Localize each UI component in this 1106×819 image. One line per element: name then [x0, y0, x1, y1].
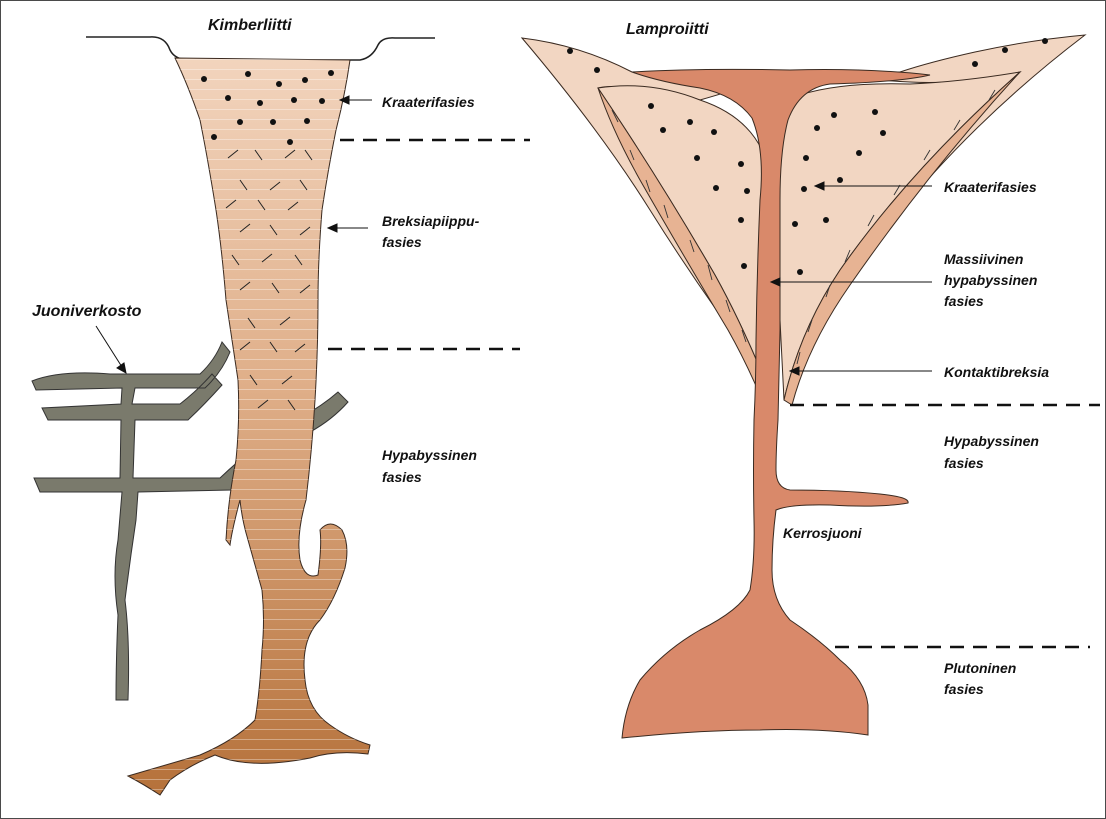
lamproite-group: Lamproiitti Kraaterifasies Massiivinen h… [522, 21, 1100, 738]
kimberlite-breccia-label-1: Breksiapiippu- [382, 213, 480, 229]
kimberlite-breccia-label-2: fasies [382, 234, 422, 250]
kimberlite-title: Kimberliitti [208, 17, 292, 34]
lamproite-title: Lamproiitti [626, 21, 709, 38]
kimberlite-ground-surface [86, 37, 435, 60]
lamproite-hypabyssal-label-1: Hypabyssinen [944, 433, 1039, 449]
lamproite-massive-label-2: hypabyssinen [944, 272, 1037, 288]
lamproite-massive-label-1: Massiivinen [944, 251, 1023, 267]
lamproite-hypabyssal-label-2: fasies [944, 455, 984, 471]
lamproite-crater-label: Kraaterifasies [944, 179, 1037, 195]
lamproite-plutonic-label-1: Plutoninen [944, 660, 1016, 676]
lamproite-sill-label: Kerrosjuoni [783, 525, 863, 541]
lamproite-contact-breccia-label: Kontaktibreksia [944, 364, 1049, 380]
kimberlite-crater-label: Kraaterifasies [382, 94, 475, 110]
lamproite-massive-label-3: fasies [944, 293, 984, 309]
kimberlite-group: Kimberliitti Kraaterifasies Breksiapiipp… [32, 17, 530, 795]
kimberlite-hypabyssal-label-1: Hypabyssinen [382, 447, 477, 463]
vein-network-label: Juoniverkosto [32, 303, 142, 320]
kimberlite-hypabyssal-label-2: fasies [382, 469, 422, 485]
lamproite-plutonic-label-2: fasies [944, 681, 984, 697]
